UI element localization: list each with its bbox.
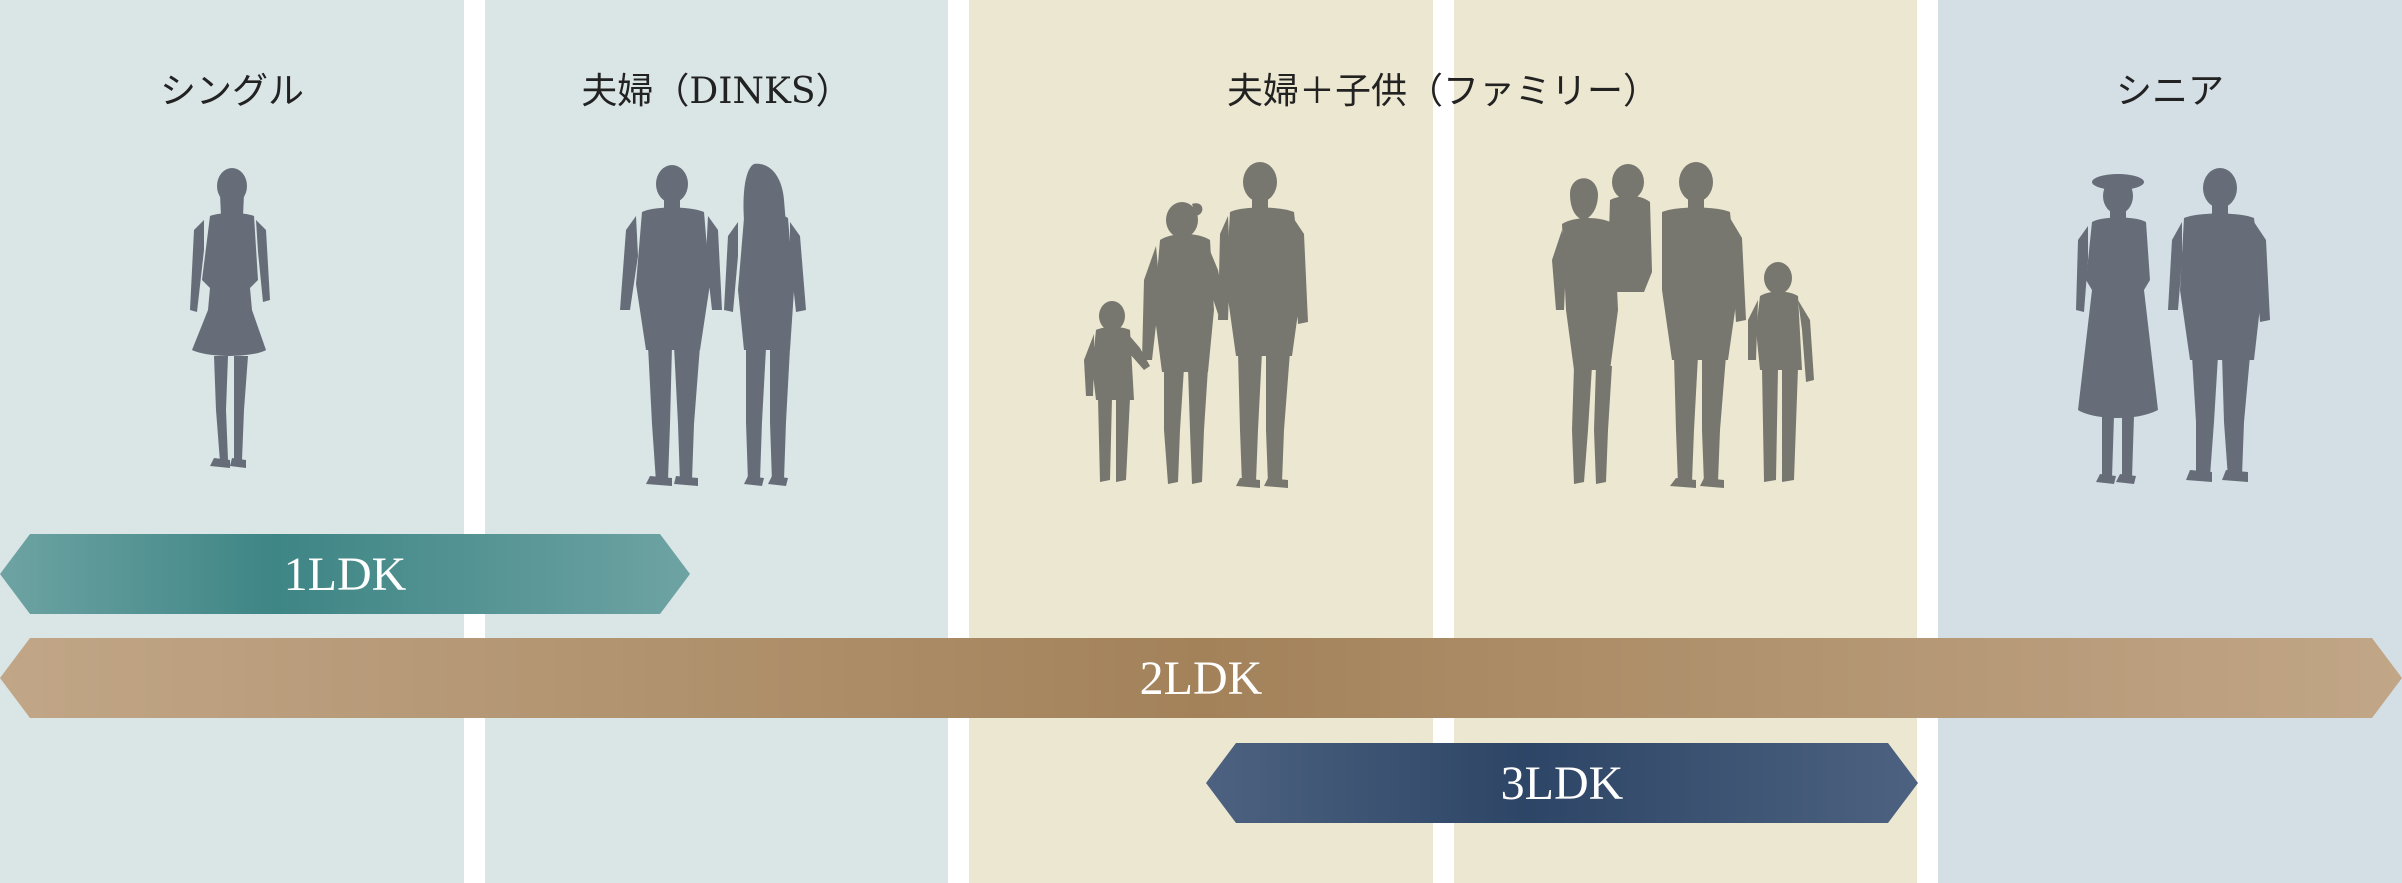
band-2ldk: 2LDK	[0, 638, 2402, 718]
band-3ldk-label: 3LDK	[1500, 756, 1624, 810]
band-2ldk-shape	[0, 638, 2402, 718]
band-1ldk-label: 1LDK	[283, 547, 407, 601]
band-1ldk-shape	[0, 534, 690, 614]
panel-senior	[1938, 0, 2402, 883]
family-walking-silhouette	[1080, 160, 1320, 500]
band-2ldk-text: 2LDK	[1139, 651, 1263, 705]
heading-single: シングル	[159, 71, 304, 112]
heading-family: 夫婦＋子供（ファミリー）	[1226, 71, 1659, 112]
panel-dinks	[485, 0, 948, 883]
band-3ldk: 3LDK	[1206, 743, 1918, 823]
band-2ldk-label: 2LDK	[0, 638, 2402, 718]
family-with-baby-silhouette	[1548, 160, 1828, 500]
couple-dinks-silhouette	[620, 160, 820, 500]
band-1ldk: 1LDK	[0, 534, 690, 614]
heading-dinks: 夫婦（DINKS）	[581, 71, 852, 112]
band-3ldk-shape	[1206, 743, 1918, 823]
senior-couple-silhouette	[2060, 160, 2280, 500]
single-woman-silhouette	[170, 160, 290, 500]
panel-single	[0, 0, 464, 883]
heading-senior: シニア	[2115, 71, 2224, 112]
